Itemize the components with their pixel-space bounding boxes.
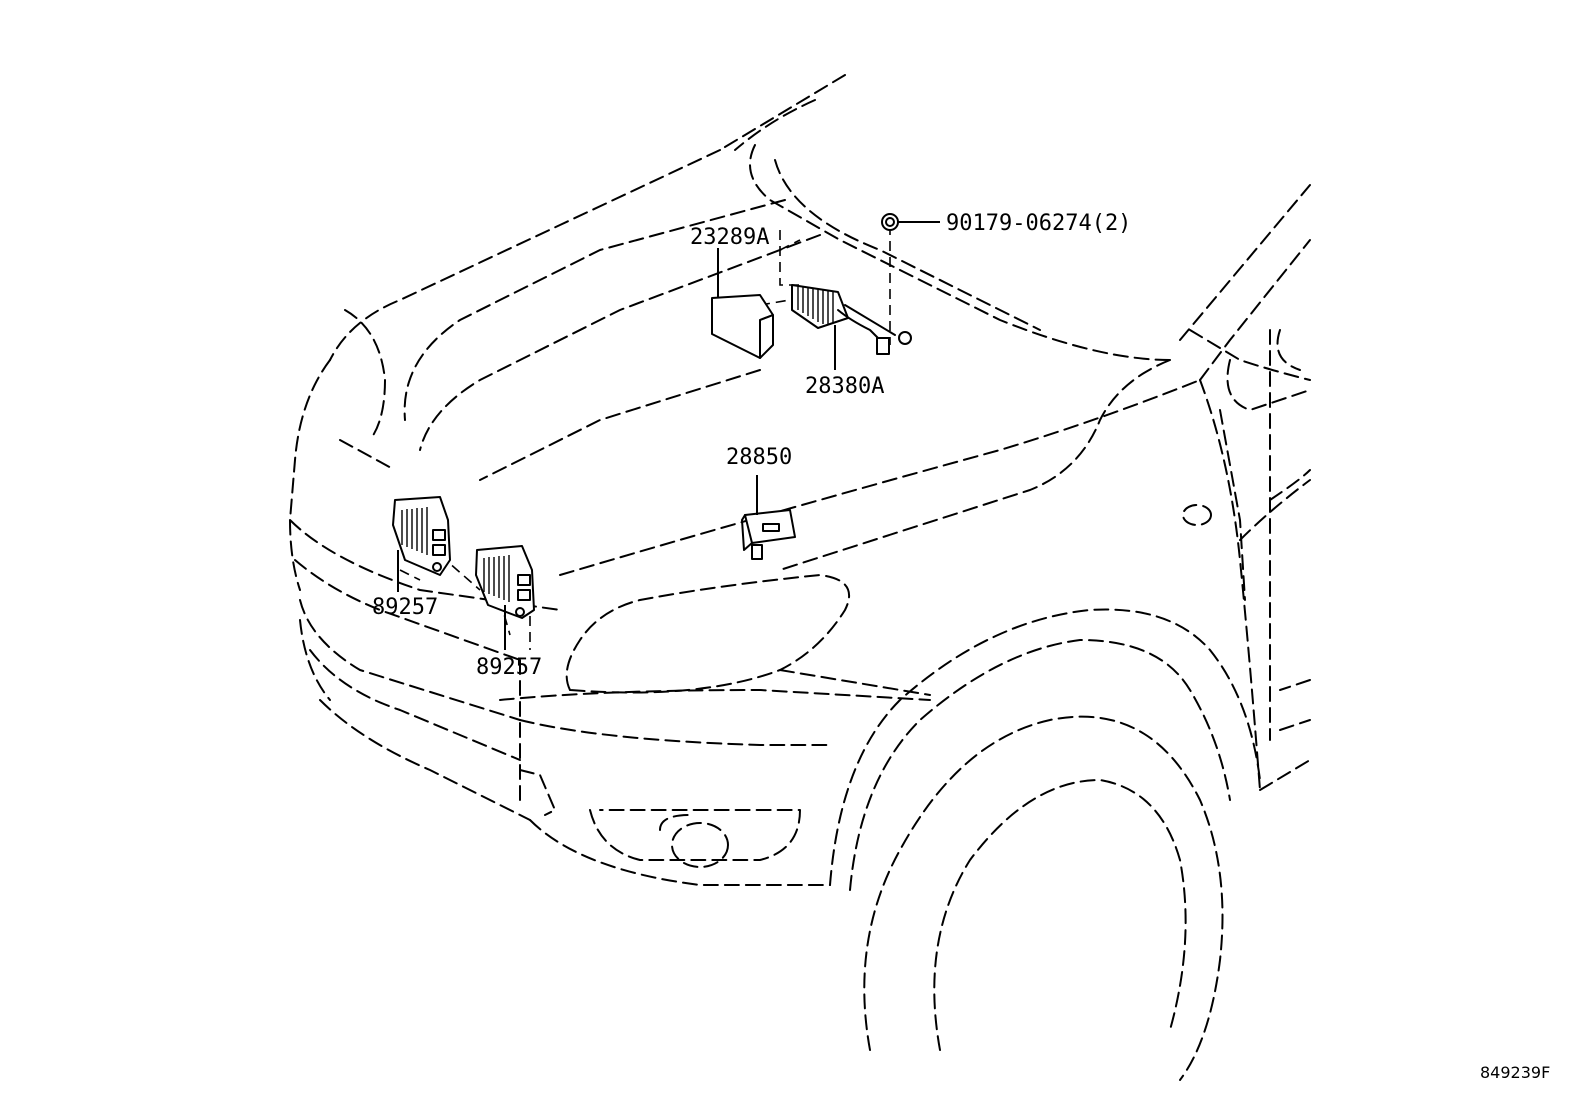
vehicle-outline	[289, 74, 1311, 1081]
relay-fins	[797, 286, 834, 325]
computer-right-fins	[483, 555, 510, 602]
part-label-relay: 28380A	[805, 374, 884, 399]
part-label-computer-left: 89257	[372, 595, 438, 620]
clip-part	[881, 213, 940, 231]
computer-right-part	[475, 545, 535, 650]
figure-id: 849239F	[1480, 1063, 1550, 1082]
relay-part	[791, 284, 912, 370]
sensor-part	[741, 475, 796, 560]
cover-part	[711, 248, 774, 359]
part-label-computer-right: 89257	[476, 655, 542, 680]
part-label-sensor: 28850	[726, 445, 792, 470]
computer-left-fins	[401, 507, 428, 555]
computer-left-part	[392, 496, 451, 592]
part-label-cover: 23289A	[690, 225, 769, 250]
part-label-clip: 90179-06274(2)	[946, 211, 1131, 236]
